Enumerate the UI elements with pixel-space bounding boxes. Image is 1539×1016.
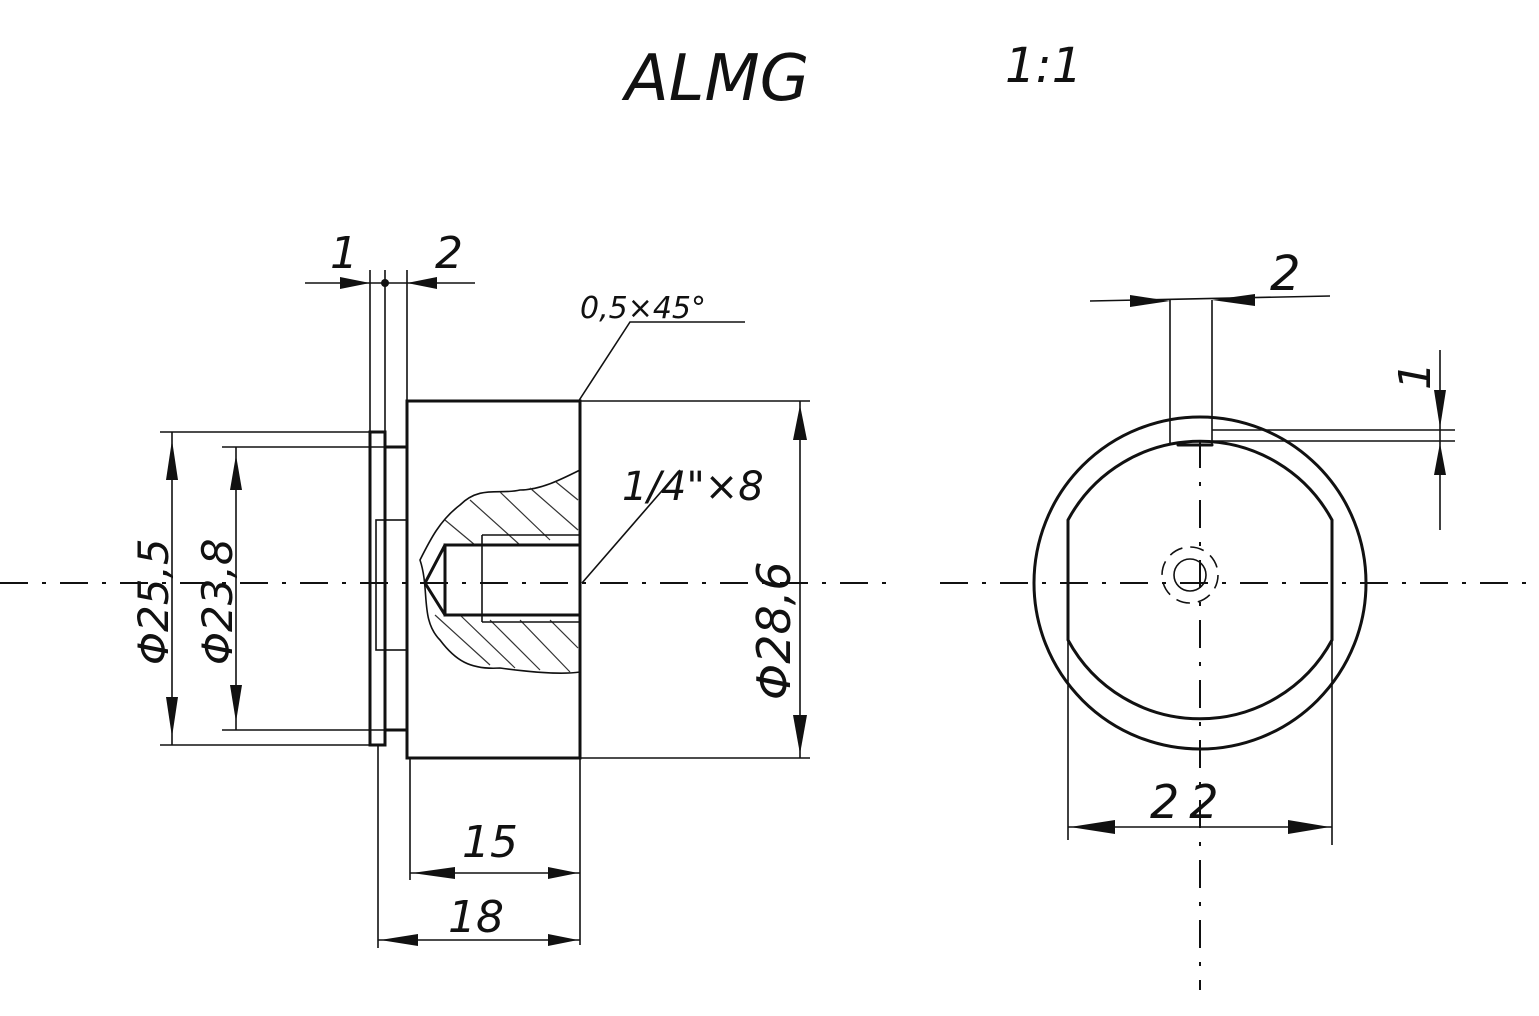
- thread-label: 1/4"×8: [622, 464, 764, 510]
- front-view: 2 1 22: [940, 246, 1539, 990]
- body-outline: [405, 399, 582, 760]
- material-label: ALMG: [621, 42, 809, 116]
- break-line: [419, 469, 581, 674]
- slot-depth-label: 1: [1390, 362, 1441, 390]
- len-total-label: 18: [448, 892, 504, 943]
- thread-circle: [1161, 546, 1219, 604]
- side-view: 1 2 0,5×45° 1/4"×8 Φ25,5 Φ23,8 Φ28,6 15: [0, 228, 900, 948]
- flat-contour: [1066, 439, 1334, 721]
- section-hatch: [434, 481, 579, 673]
- outer-circle: [1032, 415, 1368, 751]
- slot-section: [375, 519, 408, 651]
- chamfer-label: 0,5×45°: [580, 291, 706, 326]
- hole-circle: [1173, 558, 1207, 592]
- scale-label: 1:1: [1005, 38, 1082, 94]
- dim-groove-width: 2: [435, 228, 463, 279]
- len-body-label: 15: [462, 817, 518, 868]
- flat-width-label: 22: [1150, 775, 1229, 829]
- drill-point: [423, 543, 447, 617]
- dim-flange-width: 1: [330, 228, 358, 279]
- dia-body-label: Φ28,6: [747, 561, 801, 700]
- dia-flange-label: Φ25,5: [129, 538, 178, 665]
- dia-groove-label: Φ23,8: [193, 538, 242, 665]
- flange-outline: [368, 430, 387, 747]
- thread-hole: [443, 543, 582, 617]
- slot-width-label: 2: [1270, 246, 1301, 302]
